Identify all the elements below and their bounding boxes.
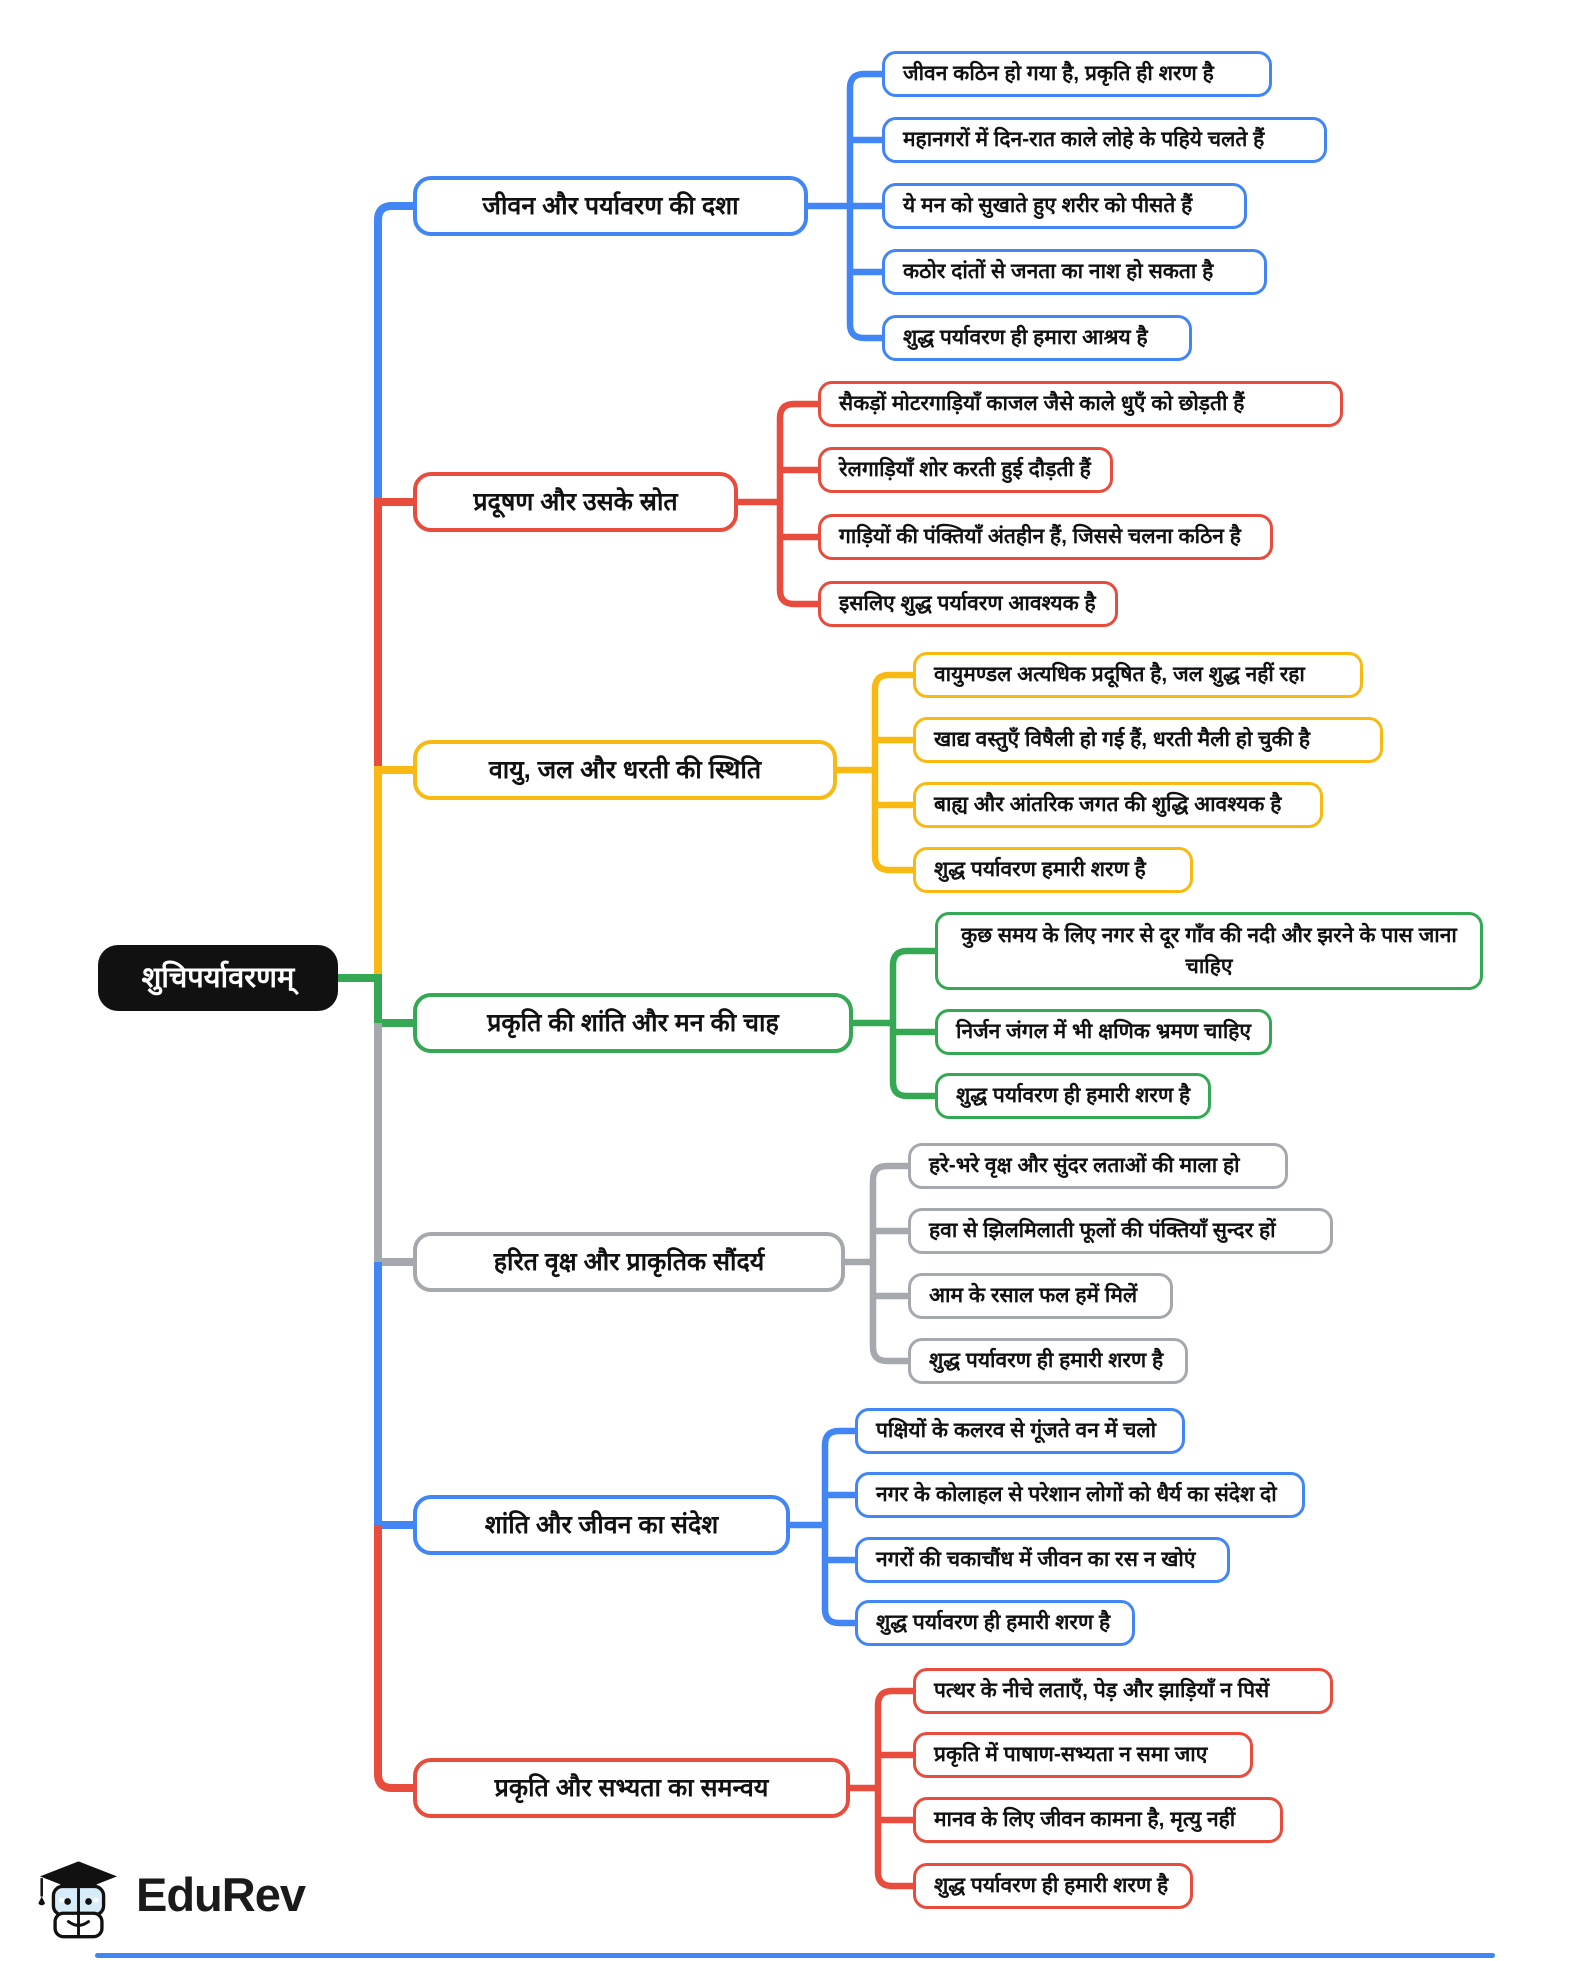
- branch-title: प्रकृति की शांति और मन की चाह: [413, 993, 853, 1053]
- branch-title: हरित वृक्ष और प्राकृतिक सौंदर्य: [413, 1232, 845, 1292]
- child-node: नगर के कोलाहल से परेशान लोगों को धैर्य क…: [855, 1472, 1305, 1518]
- footer-divider-line: [95, 1953, 1495, 1958]
- edurev-mascot-icon: [38, 1861, 117, 1939]
- branch-title: शांति और जीवन का संदेश: [413, 1495, 790, 1555]
- child-node: शुद्ध पर्यावरण ही हमारी शरण है: [855, 1600, 1135, 1646]
- child-node: मानव के लिए जीवन कामना है, मृत्यु नहीं: [913, 1797, 1283, 1843]
- child-node: सैकड़ों मोटरगाड़ियाँ काजल जैसे काले धुएँ…: [818, 381, 1343, 427]
- child-node: पक्षियों के कलरव से गूंजते वन में चलो: [855, 1408, 1185, 1454]
- branch-title: प्रकृति और सभ्यता का समन्वय: [413, 1758, 850, 1818]
- child-node: शुद्ध पर्यावरण ही हमारा आश्रय है: [882, 315, 1192, 361]
- child-node: वायुमण्डल अत्यधिक प्रदूषित है, जल शुद्ध …: [913, 652, 1363, 698]
- child-node: शुद्ध पर्यावरण ही हमारी शरण है: [935, 1073, 1212, 1119]
- trunk-segment-red-bottom: [374, 1525, 470, 1792]
- child-node: बाह्य और आंतरिक जगत की शुद्धि आवश्यक है: [913, 782, 1323, 828]
- trunk-segment-red: [374, 498, 470, 770]
- child-node: निर्जन जंगल में भी क्षणिक भ्रमण चाहिए: [935, 1009, 1273, 1055]
- child-node: रेलगाड़ियाँ शोर करती हुई दौड़ती हैं: [818, 447, 1113, 493]
- branch-title: वायु, जल और धरती की स्थिति: [413, 740, 837, 800]
- child-node: शुद्ध पर्यावरण ही हमारी शरण है: [908, 1338, 1188, 1384]
- child-node: हरे-भरे वृक्ष और सुंदर लताओं की माला हो: [908, 1143, 1288, 1189]
- child-node: जीवन कठिन हो गया है, प्रकृति ही शरण है: [882, 51, 1272, 97]
- trunk-segment-blue-top: [374, 202, 470, 502]
- child-node: गाड़ियों की पंक्तियाँ अंतहीन हैं, जिससे …: [818, 514, 1273, 560]
- child-node: आम के रसाल फल हमें मिलें: [908, 1273, 1173, 1319]
- trunk-segment-yellow: [374, 766, 470, 978]
- child-node: इसलिए शुद्ध पर्यावरण आवश्यक है: [818, 581, 1118, 627]
- child-node: प्रकृति में पाषाण-सभ्यता न समा जाए: [913, 1732, 1253, 1778]
- child-node: हवा से झिलमिलाती फूलों की पंक्तियाँ सुन्…: [908, 1208, 1333, 1254]
- trunk-segment-blue-lower: [374, 1262, 470, 1529]
- edurev-wordmark: EduRev: [136, 1867, 306, 1921]
- child-node: कठोर दांतों से जनता का नाश हो सकता है: [882, 249, 1267, 295]
- child-node: नगरों की चकाचौंध में जीवन का रस न खोएं: [855, 1537, 1230, 1583]
- child-node: महानगरों में दिन-रात काले लोहे के पहिये …: [882, 117, 1327, 163]
- child-node: शुद्ध पर्यावरण हमारी शरण है: [913, 847, 1193, 893]
- child-node: शुद्ध पर्यावरण ही हमारी शरण है: [913, 1863, 1193, 1909]
- child-node: ये मन को सुखाते हुए शरीर को पीसते हैं: [882, 183, 1247, 229]
- child-node: कुछ समय के लिए नगर से दूर गाँव की नदी और…: [935, 912, 1483, 990]
- trunk-segment-gray: [374, 1023, 470, 1266]
- child-node: खाद्य वस्तुएँ विषैली हो गई हैं, धरती मैल…: [913, 717, 1383, 763]
- branch-title: प्रदूषण और उसके स्रोत: [413, 472, 738, 532]
- branch-title: जीवन और पर्यावरण की दशा: [413, 176, 808, 236]
- child-node: पत्थर के नीचे लताएँ, पेड़ और झाड़ियाँ न …: [913, 1668, 1333, 1714]
- edurev-logo: EduRev: [30, 1848, 306, 1940]
- root-node: शुचिपर्यावरणम्: [98, 945, 338, 1011]
